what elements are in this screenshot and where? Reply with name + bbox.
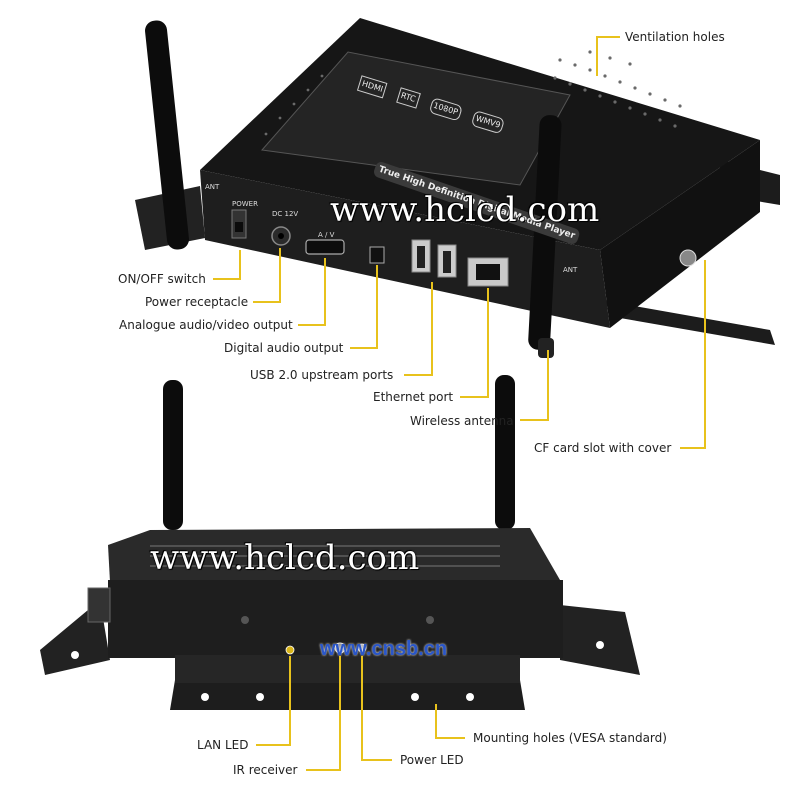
face-screw-right (426, 616, 434, 624)
device-front-face (200, 170, 610, 328)
optical-port (369, 246, 385, 264)
callout-onoff: ON/OFF switch (118, 272, 206, 286)
callout-usb: USB 2.0 upstream ports (250, 368, 394, 382)
usb-port-2-tongue (443, 251, 451, 273)
callout-power-receptacle: Power receptacle (145, 295, 249, 309)
mount-hole-4 (466, 693, 474, 701)
dc-jack-pin (278, 233, 284, 239)
right-bracket (600, 300, 775, 345)
face-screw-left (241, 616, 249, 624)
bottom-side-block (87, 587, 111, 623)
ir-receiver (334, 642, 346, 654)
device-label-av: A / V (318, 231, 335, 239)
power-switch-rocker (235, 222, 243, 232)
callout-mounting: Mounting holes (VESA standard) (473, 731, 667, 745)
left-antenna (145, 20, 189, 250)
av-port (305, 239, 345, 255)
bottom-mount-tab (170, 680, 525, 710)
device-right-face (600, 140, 760, 328)
callout-ventilation: Ventilation holes (625, 30, 725, 44)
callout-digital-audio: Digital audio output (224, 341, 344, 355)
power-led (357, 643, 367, 653)
callout-lan-led: LAN LED (197, 738, 249, 752)
device-label-ant-left: ANT (205, 183, 220, 191)
callout-analogue: Analogue audio/video output (119, 318, 293, 332)
right-antenna-base (538, 338, 554, 358)
callout-wireless: Wireless antenna (410, 414, 514, 428)
mount-hole-3 (411, 693, 419, 701)
usb-port-1-tongue (417, 246, 425, 268)
top-device (135, 18, 780, 358)
watermark-bottom: www.hclcd.com (150, 538, 420, 578)
mount-hole-6 (596, 641, 604, 649)
bottom-left-antenna (163, 380, 183, 530)
device-label-power: POWER (232, 200, 258, 208)
bottom-right-antenna (495, 375, 515, 530)
mount-hole-1 (201, 693, 209, 701)
bottom-right-flange (560, 605, 640, 675)
mount-hole-5 (71, 651, 79, 659)
thumb-screw (679, 249, 697, 267)
device-label-dc12v: DC 12V (272, 210, 299, 218)
callout-cf-card: CF card slot with cover (534, 441, 672, 455)
lan-led (285, 645, 295, 655)
leader-lines (213, 36, 706, 771)
watermark-top: www.hclcd.com (330, 190, 600, 230)
callout-ethernet: Ethernet port (373, 390, 454, 404)
bottom-vent-holes (150, 545, 500, 567)
top-vent-holes (264, 50, 682, 136)
bottom-front-lower (175, 655, 520, 683)
ethernet-port-socket (476, 264, 500, 280)
inset-plate (261, 51, 571, 186)
callout-power-led: Power LED (400, 753, 464, 767)
watermark-cnsb: www.cnsb.cn (320, 638, 448, 660)
callout-ir-receiver: IR receiver (233, 763, 298, 777)
ethernet-port (467, 257, 509, 287)
mount-hole-2 (256, 693, 264, 701)
device-label-ant-right: ANT (563, 266, 578, 274)
bottom-device (40, 375, 640, 710)
